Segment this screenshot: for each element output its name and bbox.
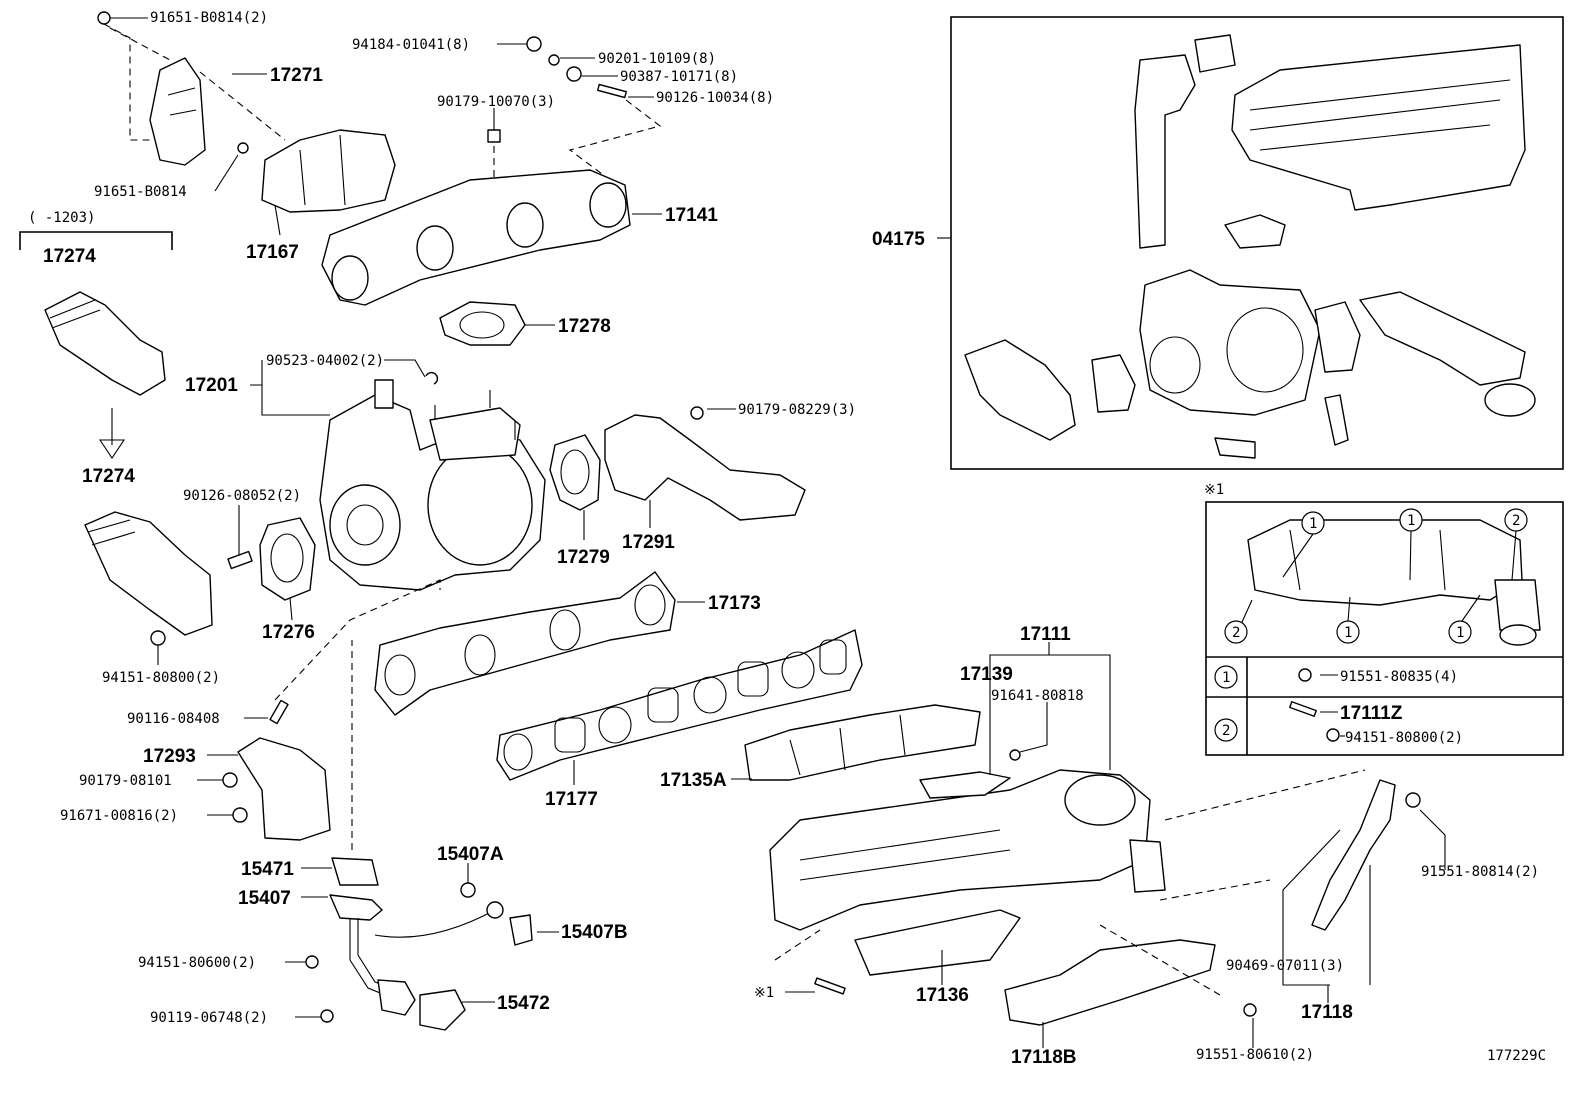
exhaust-pipe-17291 xyxy=(604,414,806,521)
bracket-17118B xyxy=(1004,939,1216,1026)
label-17274-b: 17274 xyxy=(82,466,135,487)
kit-04175-parts xyxy=(964,34,1536,459)
label-90126-10034: 90126-10034(8) xyxy=(656,90,774,106)
label-90201-10109: 90201-10109(8) xyxy=(598,51,716,67)
label-kome1-title: ※1 xyxy=(1204,482,1224,498)
gasket-17278 xyxy=(439,301,526,346)
label-17274-a: 17274 xyxy=(43,246,96,267)
label-17291: 17291 xyxy=(622,532,675,553)
label-90179-08101: 90179-08101 xyxy=(79,773,172,789)
label-90126-08052: 90126-08052(2) xyxy=(183,488,301,504)
label-17111: 17111 xyxy=(1020,624,1071,645)
label-94151-80800-b: 94151-80800(2) xyxy=(1345,730,1463,746)
svg-text:1: 1 xyxy=(1344,625,1352,641)
bracket-17118 xyxy=(1311,779,1396,931)
svg-text:1: 1 xyxy=(1309,516,1317,532)
drawing-number: 177229C xyxy=(1487,1048,1546,1064)
leader-lines xyxy=(110,17,1446,1048)
label-17276: 17276 xyxy=(262,622,315,643)
label-17167: 17167 xyxy=(246,242,299,263)
egr-assembly xyxy=(744,704,1421,1026)
kit-04175-box xyxy=(950,16,1564,470)
detail-kome1-parts xyxy=(1247,519,1541,646)
label-kome1-ref: ※1 xyxy=(754,985,774,1001)
svg-text:2: 2 xyxy=(1222,723,1230,739)
label-91651-B0814: 91651-B0814 xyxy=(94,184,187,200)
label-90116-08408: 90116-08408 xyxy=(127,711,220,727)
label-17118: 17118 xyxy=(1301,1002,1353,1023)
label-17271: 17271 xyxy=(270,65,323,86)
svg-text:1: 1 xyxy=(1222,670,1230,686)
label-94184-01041: 94184-01041(8) xyxy=(352,37,470,53)
gasket-17173 xyxy=(374,571,676,716)
label-91641-80818: 91641-80818 xyxy=(991,688,1084,704)
label-range: ( -1203) xyxy=(28,210,95,226)
insulator-17136 xyxy=(854,909,1021,976)
label-17293: 17293 xyxy=(143,746,196,767)
detail-circle-callouts xyxy=(1214,508,1528,742)
gasket-17279 xyxy=(549,434,601,511)
label-17201: 17201 xyxy=(185,375,238,396)
union-15407B xyxy=(509,914,533,946)
intake-pipe-new xyxy=(84,511,213,636)
gasket-17276 xyxy=(259,517,316,601)
label-15472: 15472 xyxy=(497,993,550,1014)
svg-text:1: 1 xyxy=(1456,625,1464,641)
label-17141: 17141 xyxy=(665,205,718,226)
label-90179-10070: 90179-10070(3) xyxy=(437,94,555,110)
bracket-17293 xyxy=(222,579,441,841)
gasket-17177 xyxy=(496,629,863,781)
label-17135A: 17135A xyxy=(660,770,727,791)
label-17139: 17139 xyxy=(960,664,1013,685)
svg-text:2: 2 xyxy=(1232,625,1240,641)
label-17278: 17278 xyxy=(558,316,611,337)
svg-text:2: 2 xyxy=(1512,513,1520,529)
label-17279: 17279 xyxy=(557,547,610,568)
heat-insulator-group xyxy=(97,11,286,166)
label-17177: 17177 xyxy=(545,789,598,810)
label-90523-04002: 90523-04002(2) xyxy=(266,353,384,369)
label-90469-07011: 90469-07011(3) xyxy=(1226,958,1344,974)
label-15471: 15471 xyxy=(241,859,294,880)
label-17136: 17136 xyxy=(916,985,969,1006)
label-94151-80800-a: 94151-80800(2) xyxy=(102,670,220,686)
label-17173: 17173 xyxy=(708,593,761,614)
gasket-15471 xyxy=(331,857,379,886)
label-91551-80835: 91551-80835(4) xyxy=(1340,669,1458,685)
label-15407B: 15407B xyxy=(561,922,628,943)
label-90119-06748: 90119-06748(2) xyxy=(150,1010,268,1026)
oil-pipe-group xyxy=(305,640,533,1031)
label-17118B: 17118B xyxy=(1011,1047,1077,1068)
label-17111Z: 17111Z xyxy=(1340,703,1403,724)
gasket-15472 xyxy=(419,989,466,1031)
label-91671-00816: 91671-00816(2) xyxy=(60,808,178,824)
label-90179-08229: 90179-08229(3) xyxy=(738,402,856,418)
label-15407: 15407 xyxy=(238,888,291,909)
insulator-17167 xyxy=(261,129,396,213)
label-90387-10171: 90387-10171(8) xyxy=(620,69,738,85)
part-labels: 91651-B0814(2) 94184-01041(8) 90201-1010… xyxy=(28,10,1546,1068)
label-91551-80610: 91551-80610(2) xyxy=(1196,1047,1314,1063)
label-04175: 04175 xyxy=(872,229,925,250)
label-91551-80814: 91551-80814(2) xyxy=(1421,864,1539,880)
turbocharger-17201 xyxy=(227,371,546,591)
detail-circle-numbers: 1 1 2 2 1 1 1 2 xyxy=(1222,513,1520,739)
label-15407A: 15407A xyxy=(437,844,504,865)
label-94151-80600: 94151-80600(2) xyxy=(138,955,256,971)
label-91651-B0814-2: 91651-B0814(2) xyxy=(150,10,268,26)
detail-kome1-box xyxy=(1205,501,1564,756)
intake-pipe-old xyxy=(44,291,166,396)
intake-pipe-group xyxy=(19,231,213,646)
svg-text:1: 1 xyxy=(1407,513,1415,529)
